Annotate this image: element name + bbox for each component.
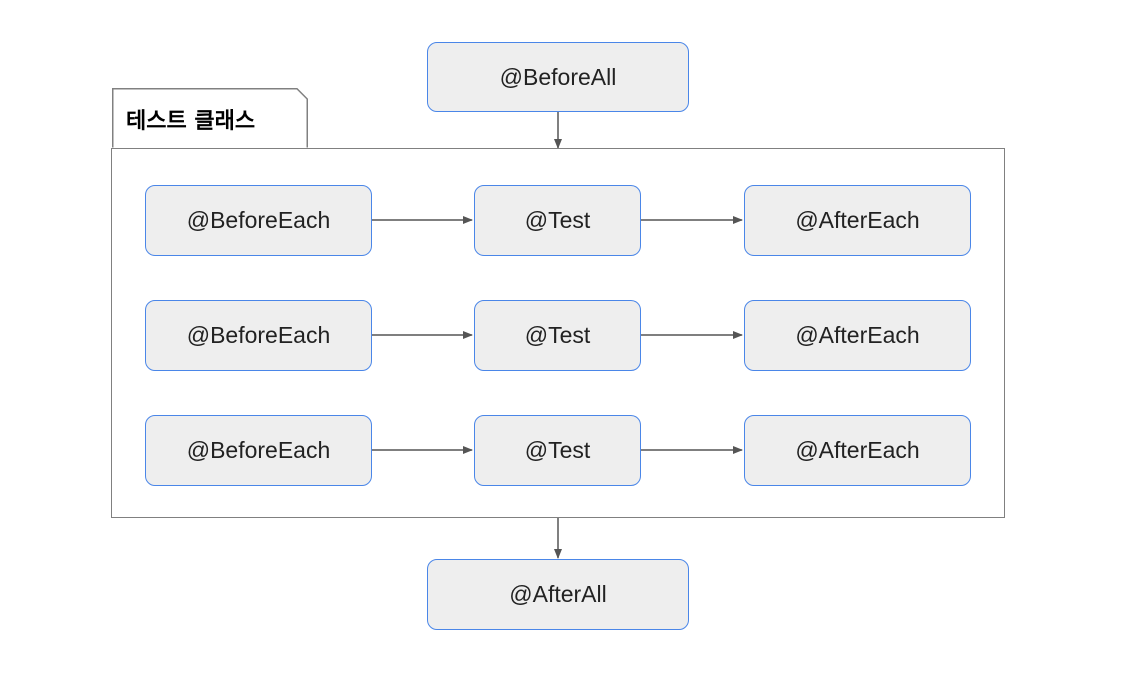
before-all-node: @BeforeAll xyxy=(427,42,689,112)
before-each-node-1: @BeforeEach xyxy=(145,185,372,256)
before-each-node-2: @BeforeEach xyxy=(145,300,372,371)
after-each-node-1: @AfterEach xyxy=(744,185,971,256)
test-class-title: 테스트 클래스 xyxy=(126,109,256,134)
test-class-tab: 테스트 클래스 xyxy=(112,88,308,148)
test-node-2: @Test xyxy=(474,300,641,371)
after-each-node-3: @AfterEach xyxy=(744,415,971,486)
test-node-1: @Test xyxy=(474,185,641,256)
test-node-3: @Test xyxy=(474,415,641,486)
before-each-node-3: @BeforeEach xyxy=(145,415,372,486)
after-each-node-2: @AfterEach xyxy=(744,300,971,371)
test-class-container xyxy=(111,148,1005,518)
after-all-node: @AfterAll xyxy=(427,559,689,630)
